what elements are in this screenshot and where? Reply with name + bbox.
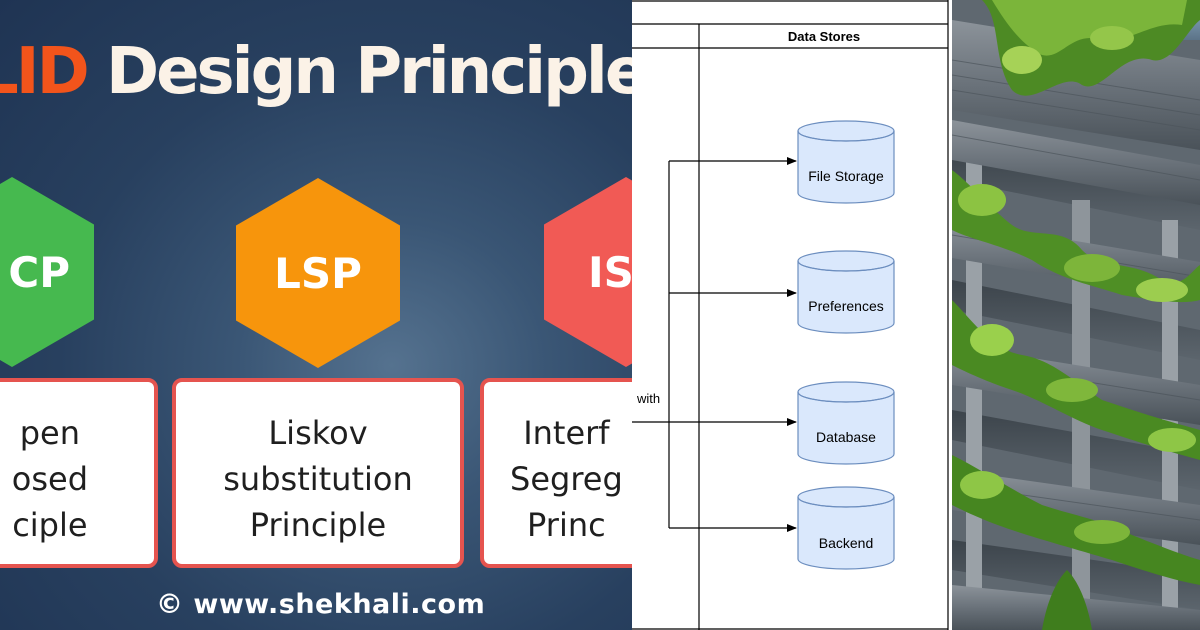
database-store: Database (797, 381, 895, 465)
card-text: pen osed ciple (12, 410, 88, 548)
hexagon-lsp: LSP (236, 178, 400, 368)
principle-card-interface-segregation: Interf Segreg Princ (480, 378, 632, 568)
hexagon-ocp: CP (0, 177, 94, 367)
hexagon-label: LSP (274, 248, 362, 298)
store-label: Backend (819, 535, 873, 551)
backend-store: Backend (797, 486, 895, 570)
principle-card-open-closed: pen osed ciple (0, 378, 158, 568)
diagram-canvas: Data Stores with File Storage Preference… (632, 0, 949, 630)
data-stores-header: Data Stores (788, 29, 860, 44)
green-building-photo (952, 0, 1200, 630)
hexagon-label: CP (8, 247, 70, 297)
principle-card-liskov: Liskov substitution Principle (172, 378, 464, 568)
hexagon-label: IS (588, 247, 632, 297)
card-text: Interf Segreg Princ (510, 410, 623, 548)
file-storage-store: File Storage (797, 120, 895, 204)
poster-title-accent: LID (0, 35, 90, 109)
card-line: ciple (12, 506, 88, 544)
card-line: Princ (527, 506, 606, 544)
card-line: substitution (223, 460, 413, 498)
photo-illustration (952, 0, 1200, 630)
edge-label: with (636, 391, 660, 406)
preferences-store: Preferences (797, 250, 895, 334)
card-line: Segreg (510, 460, 623, 498)
poster-footer-url: © www.shekhali.com (156, 589, 486, 620)
hexagon-isp: IS (544, 177, 632, 367)
poster-title: LID Design Principles (0, 40, 632, 104)
card-line: pen (19, 414, 81, 452)
store-label: Database (816, 429, 876, 445)
card-line: osed (11, 460, 88, 498)
solid-poster: LID Design Principles CP LSP IS pen osed… (0, 0, 632, 630)
card-line: Liskov (268, 414, 368, 452)
card-text: Liskov substitution Principle (176, 410, 460, 548)
store-label: Preferences (808, 298, 883, 314)
foliage (952, 0, 1200, 630)
card-line: Interf (523, 414, 610, 452)
architecture-diagram: Data Stores with File Storage Preference… (632, 0, 952, 630)
poster-title-main: Design Principles (106, 35, 632, 109)
card-line: Principle (249, 506, 387, 544)
store-label: File Storage (808, 168, 884, 184)
